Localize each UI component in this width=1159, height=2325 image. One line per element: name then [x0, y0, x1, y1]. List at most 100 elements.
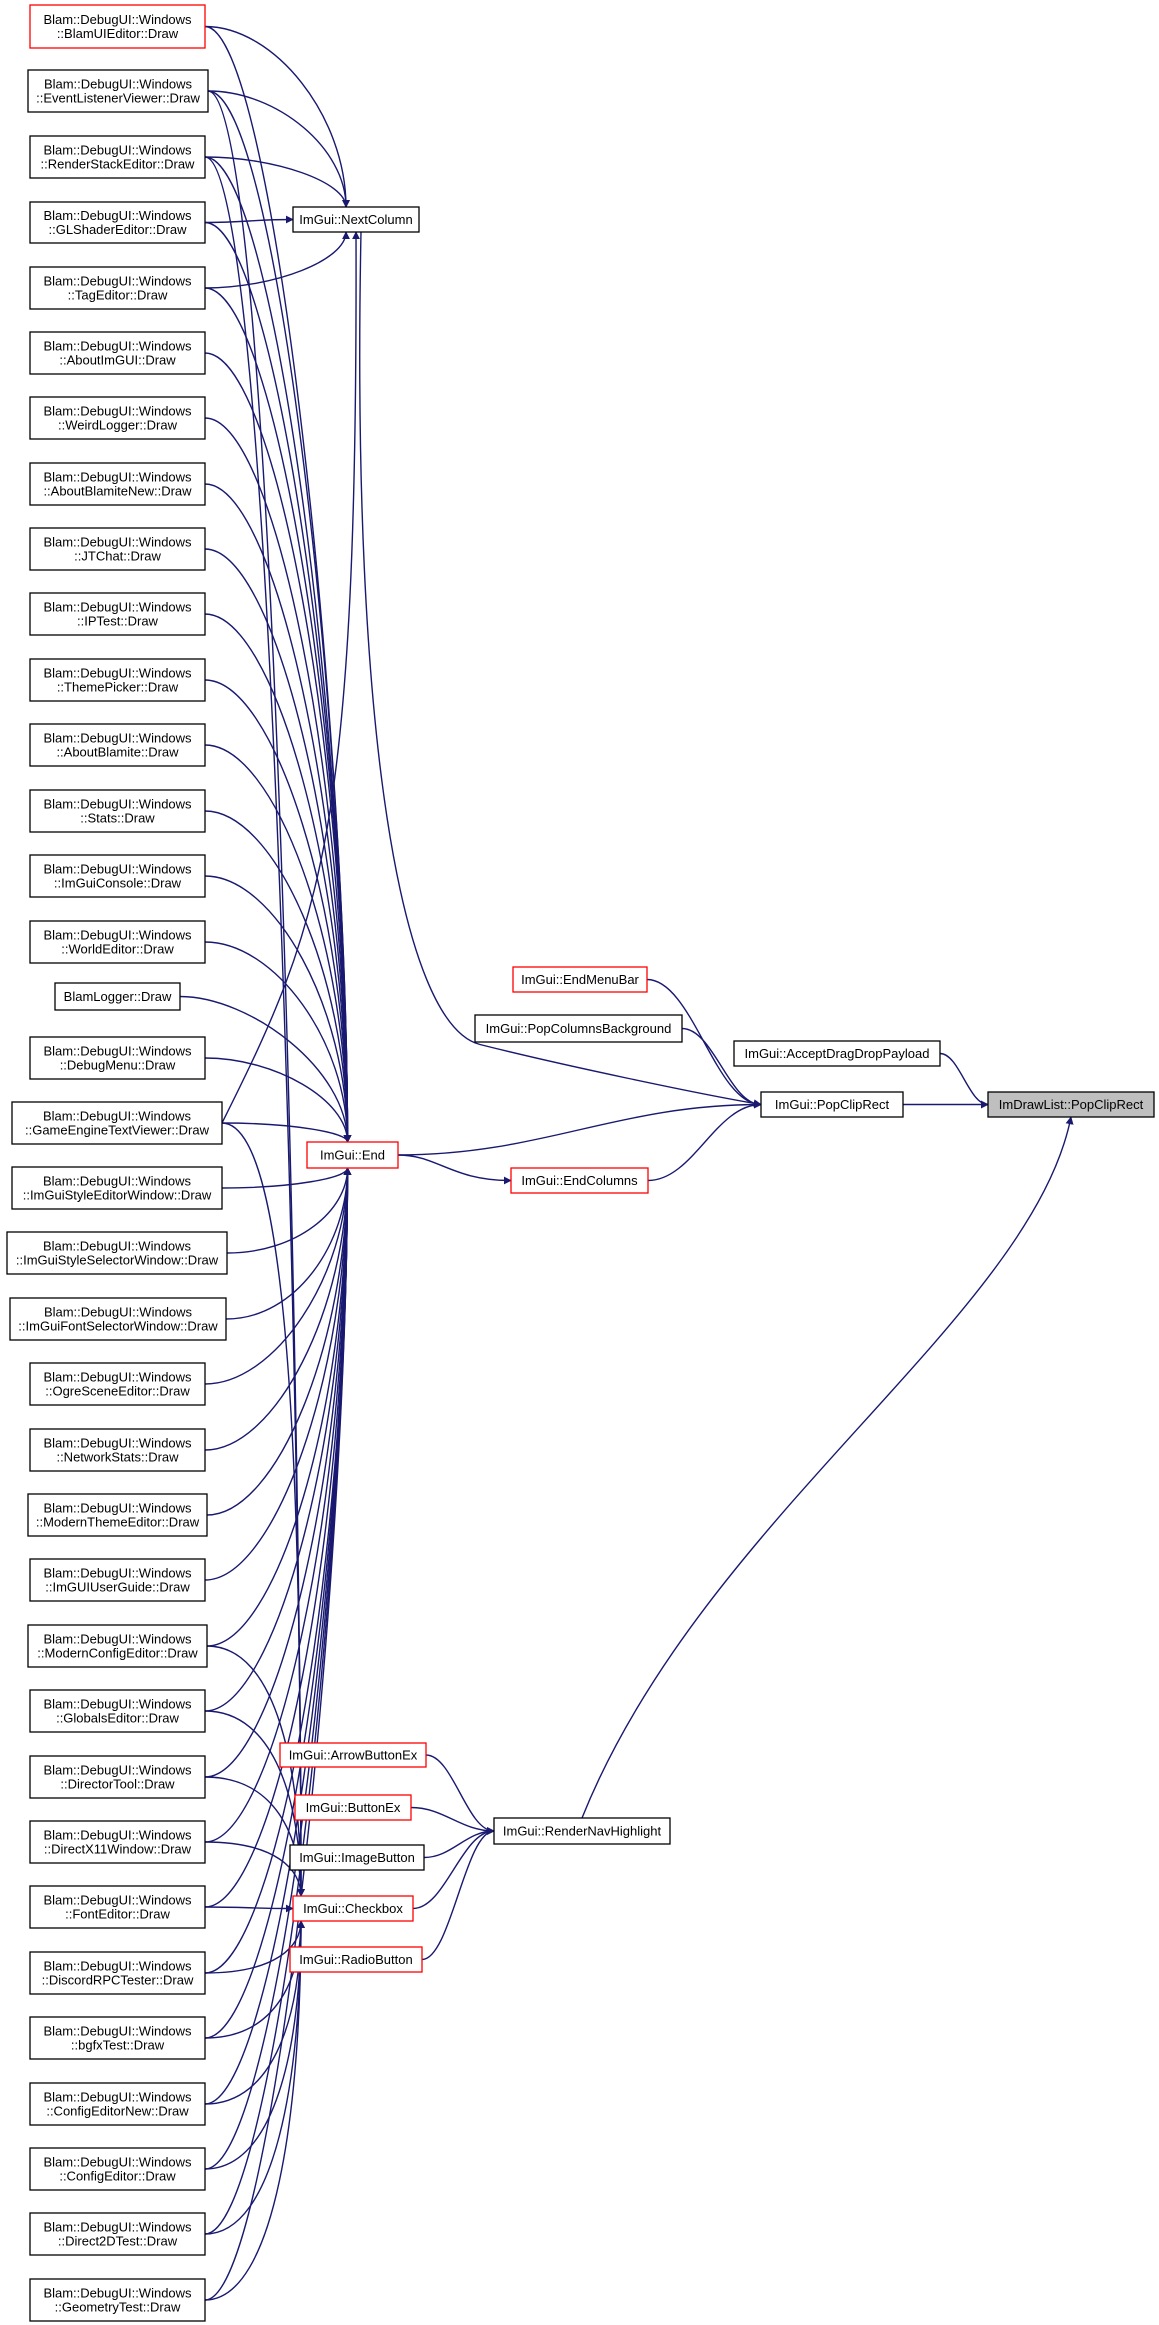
node-radiobutton[interactable]: ImGui::RadioButton — [289, 1946, 423, 1973]
node-gameengine[interactable]: Blam::DebugUI::Windows::GameEngineTextVi… — [11, 1101, 223, 1145]
node-userguide[interactable]: Blam::DebugUI::Windows::ImGUIUserGuide::… — [29, 1558, 206, 1602]
node-box[interactable] — [29, 462, 206, 506]
node-fonteditor[interactable]: Blam::DebugUI::Windows::FontEditor::Draw — [29, 1885, 206, 1929]
node-discordrpc[interactable]: Blam::DebugUI::Windows::DiscordRPCTester… — [29, 1951, 206, 1995]
node-box[interactable] — [29, 201, 206, 244]
node-box[interactable] — [29, 2212, 206, 2256]
node-box[interactable] — [29, 592, 206, 636]
node-box[interactable] — [29, 658, 206, 702]
node-box[interactable] — [987, 1091, 1155, 1118]
node-iptest[interactable]: Blam::DebugUI::Windows::IPTest::Draw — [29, 592, 206, 636]
node-fontselector[interactable]: Blam::DebugUI::Windows::ImGuiFontSelecto… — [9, 1297, 227, 1341]
node-box[interactable] — [279, 1742, 427, 1768]
node-box[interactable] — [29, 4, 206, 49]
node-box[interactable] — [493, 1817, 671, 1845]
node-checkbox[interactable]: ImGui::Checkbox — [292, 1895, 414, 1922]
node-aboutimgui[interactable]: Blam::DebugUI::Windows::AboutImGUI::Draw — [29, 331, 206, 375]
node-box[interactable] — [29, 2147, 206, 2191]
node-end[interactable]: ImGui::End — [306, 1141, 399, 1169]
node-themepicker[interactable]: Blam::DebugUI::Windows::ThemePicker::Dra… — [29, 658, 206, 702]
node-box[interactable] — [733, 1040, 941, 1067]
node-box[interactable] — [510, 1167, 649, 1194]
node-box[interactable] — [29, 396, 206, 440]
node-direct2d[interactable]: Blam::DebugUI::Windows::Direct2DTest::Dr… — [29, 2212, 206, 2256]
node-worldeditor[interactable]: Blam::DebugUI::Windows::WorldEditor::Dra… — [29, 920, 206, 964]
node-rendernav[interactable]: ImGui::RenderNavHighlight — [493, 1817, 671, 1845]
node-configeditornew[interactable]: Blam::DebugUI::Windows::ConfigEditorNew:… — [29, 2082, 206, 2126]
node-box[interactable] — [760, 1091, 904, 1118]
node-box[interactable] — [289, 1844, 425, 1871]
node-aboutblamitenew[interactable]: Blam::DebugUI::Windows::AboutBlamiteNew:… — [29, 462, 206, 506]
node-box[interactable] — [289, 1946, 423, 1973]
node-box[interactable] — [29, 527, 206, 571]
node-bgfxtest[interactable]: Blam::DebugUI::Windows::bgfxTest::Draw — [29, 2016, 206, 2060]
node-box[interactable] — [11, 1101, 223, 1145]
node-styleselector[interactable]: Blam::DebugUI::Windows::ImGuiStyleSelect… — [6, 1231, 228, 1275]
node-box[interactable] — [29, 920, 206, 964]
node-box[interactable] — [27, 1624, 208, 1668]
node-renderstack[interactable]: Blam::DebugUI::Windows::RenderStackEdito… — [29, 135, 206, 179]
node-debugmenu[interactable]: Blam::DebugUI::Windows::DebugMenu::Draw — [29, 1036, 206, 1080]
node-modernconfig[interactable]: Blam::DebugUI::Windows::ModernConfigEdit… — [27, 1624, 208, 1668]
node-glshader[interactable]: Blam::DebugUI::Windows::GLShaderEditor::… — [29, 201, 206, 244]
node-stats[interactable]: Blam::DebugUI::Windows::Stats::Draw — [29, 789, 206, 833]
node-stylemeditor[interactable]: Blam::DebugUI::Windows::ImGuiStyleEditor… — [11, 1166, 223, 1210]
node-endmenubar[interactable]: ImGui::EndMenuBar — [512, 966, 648, 993]
node-box[interactable] — [294, 1794, 412, 1821]
node-box[interactable] — [29, 1428, 206, 1472]
node-box[interactable] — [29, 854, 206, 898]
node-box[interactable] — [29, 1036, 206, 1080]
node-configeditor[interactable]: Blam::DebugUI::Windows::ConfigEditor::Dr… — [29, 2147, 206, 2191]
node-tageditor[interactable]: Blam::DebugUI::Windows::TagEditor::Draw — [29, 266, 206, 310]
node-box[interactable] — [6, 1231, 228, 1275]
node-jtchat[interactable]: Blam::DebugUI::Windows::JTChat::Draw — [29, 527, 206, 571]
node-ogrescene[interactable]: Blam::DebugUI::Windows::OgreSceneEditor:… — [29, 1362, 206, 1406]
node-box[interactable] — [11, 1166, 223, 1210]
node-box[interactable] — [29, 2082, 206, 2126]
node-box[interactable] — [292, 206, 420, 233]
node-imguiconsole[interactable]: Blam::DebugUI::Windows::ImGuiConsole::Dr… — [29, 854, 206, 898]
node-box[interactable] — [27, 69, 209, 113]
node-geometrytest[interactable]: Blam::DebugUI::Windows::GeometryTest::Dr… — [29, 2278, 206, 2322]
node-box[interactable] — [29, 1689, 206, 1733]
node-box[interactable] — [306, 1141, 399, 1169]
node-box[interactable] — [27, 1493, 208, 1537]
node-blamlogger[interactable]: BlamLogger::Draw — [54, 982, 181, 1011]
node-networkstats[interactable]: Blam::DebugUI::Windows::NetworkStats::Dr… — [29, 1428, 206, 1472]
node-box[interactable] — [512, 966, 648, 993]
node-endcolumns[interactable]: ImGui::EndColumns — [510, 1167, 649, 1194]
node-popcliprect[interactable]: ImGui::PopClipRect — [760, 1091, 904, 1118]
node-imagebutton[interactable]: ImGui::ImageButton — [289, 1844, 425, 1871]
node-box[interactable] — [29, 266, 206, 310]
node-box[interactable] — [474, 1014, 683, 1043]
node-directx11[interactable]: Blam::DebugUI::Windows::DirectX11Window:… — [29, 1820, 206, 1864]
node-box[interactable] — [29, 135, 206, 179]
node-globalseditor[interactable]: Blam::DebugUI::Windows::GlobalsEditor::D… — [29, 1689, 206, 1733]
node-box[interactable] — [29, 723, 206, 767]
node-buttonex[interactable]: ImGui::ButtonEx — [294, 1794, 412, 1821]
node-box[interactable] — [9, 1297, 227, 1341]
node-moderntheme[interactable]: Blam::DebugUI::Windows::ModernThemeEdito… — [27, 1493, 208, 1537]
node-nextcolumn[interactable]: ImGui::NextColumn — [292, 206, 420, 233]
node-box[interactable] — [292, 1895, 414, 1922]
node-weirdlogger[interactable]: Blam::DebugUI::Windows::WeirdLogger::Dra… — [29, 396, 206, 440]
node-box[interactable] — [29, 1885, 206, 1929]
node-aboutblamite[interactable]: Blam::DebugUI::Windows::AboutBlamite::Dr… — [29, 723, 206, 767]
node-eventlistener[interactable]: Blam::DebugUI::Windows::EventListenerVie… — [27, 69, 209, 113]
node-box[interactable] — [29, 2278, 206, 2322]
node-blamui[interactable]: Blam::DebugUI::Windows::BlamUIEditor::Dr… — [29, 4, 206, 49]
node-box[interactable] — [29, 789, 206, 833]
node-box[interactable] — [29, 1820, 206, 1864]
node-directortool[interactable]: Blam::DebugUI::Windows::DirectorTool::Dr… — [29, 1755, 206, 1799]
node-box[interactable] — [29, 331, 206, 375]
node-drawlistpopcliprect[interactable]: ImDrawList::PopClipRect — [987, 1091, 1155, 1118]
node-box[interactable] — [29, 1558, 206, 1602]
node-box[interactable] — [29, 1362, 206, 1406]
node-box[interactable] — [29, 1951, 206, 1995]
node-acceptdrag[interactable]: ImGui::AcceptDragDropPayload — [733, 1040, 941, 1067]
node-box[interactable] — [54, 982, 181, 1011]
node-box[interactable] — [29, 1755, 206, 1799]
node-arrowbuttonex[interactable]: ImGui::ArrowButtonEx — [279, 1742, 427, 1768]
node-popcolumnsbg[interactable]: ImGui::PopColumnsBackground — [474, 1014, 683, 1043]
node-box[interactable] — [29, 2016, 206, 2060]
